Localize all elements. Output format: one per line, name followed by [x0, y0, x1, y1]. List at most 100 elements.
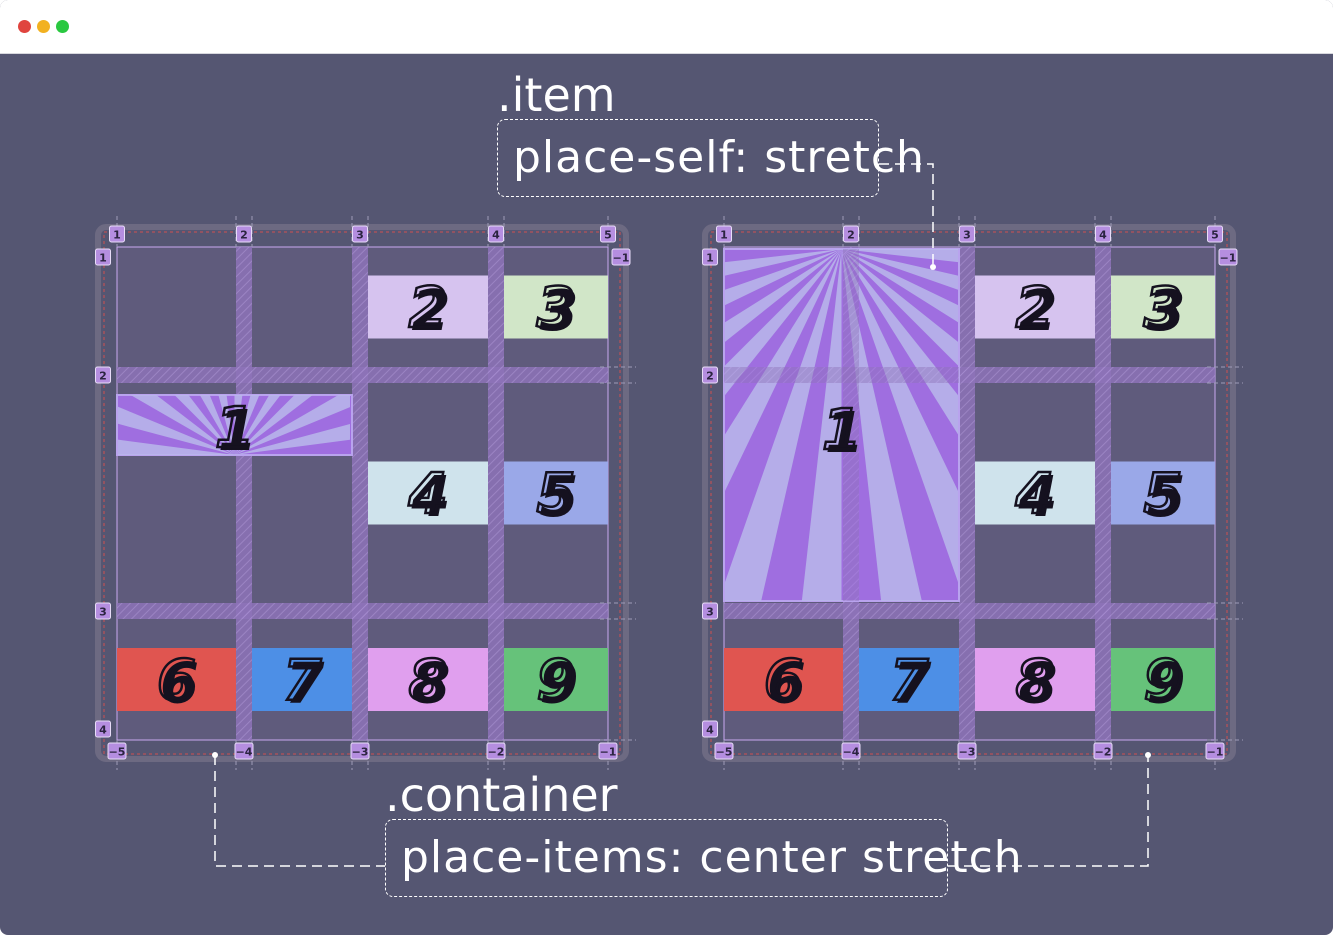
grid-item-6-number: 6: [157, 649, 196, 714]
container-selector-label: .container: [385, 768, 618, 822]
column-neg-line-badge-bg: [1093, 742, 1113, 760]
row-line-4-badge-bg: [95, 720, 111, 738]
item-code-box: [497, 119, 879, 197]
grid-item-8-number-shadow: 8: [412, 652, 451, 717]
grid-item-8-number: 8: [1016, 649, 1055, 714]
ray: [199, 395, 235, 455]
row-gap: [724, 603, 1215, 619]
row-gap-overlay: [724, 367, 959, 383]
column-line-5-badge-bg: [1207, 225, 1223, 243]
grid-item-3-number: 3: [1144, 276, 1183, 341]
grid-item-4: [368, 461, 488, 525]
close-window-button[interactable]: [18, 20, 31, 33]
ray: [841, 249, 958, 582]
zoom-window-button[interactable]: [56, 20, 69, 33]
grid-item-5-number-shadow: 5: [540, 465, 579, 530]
column-neg-line-badge: −3: [352, 746, 369, 759]
grid-item-1-rays: [725, 249, 958, 601]
grid-item-9-number: 9: [537, 649, 576, 714]
connector-lines: [212, 163, 1151, 867]
column-line-3-badge: 3: [356, 229, 364, 242]
grid-item-4: [975, 461, 1095, 525]
column-line-2-badge: 2: [240, 229, 248, 242]
grid-item-3-number: 3: [537, 276, 576, 341]
row-line-3-badge: 3: [99, 606, 107, 619]
grid-item-2-number-shadow: 2: [412, 279, 451, 344]
row-line-2-badge: 2: [99, 370, 107, 383]
column-neg-line-badge: −1: [600, 746, 617, 759]
ray: [174, 395, 235, 455]
column-line-1-badge: 1: [720, 229, 728, 242]
column-neg-line-badge: −5: [716, 746, 733, 759]
grid-item-6-number-shadow: 6: [160, 652, 199, 717]
column-neg-line-badge-bg: [841, 742, 861, 760]
column-gap: [959, 247, 975, 740]
grid-item-7-number-shadow: 7: [893, 652, 932, 717]
container-connector-right: [948, 755, 1149, 867]
grid-item-2-number-shadow: 2: [1019, 279, 1058, 344]
grid-item-5: [1111, 461, 1215, 525]
grid-item-4-number-shadow: 4: [1018, 465, 1058, 530]
column-line-2-badge: 2: [847, 229, 855, 242]
column-line-5-badge: 5: [1211, 229, 1219, 242]
row-line-1-badge: 1: [99, 252, 107, 265]
column-neg-line-badge-bg: [107, 742, 127, 760]
ray: [725, 249, 842, 491]
grid-item-7-number: 7: [283, 649, 322, 714]
ray: [725, 249, 842, 306]
column-neg-line-badge-bg: [957, 742, 977, 760]
ray: [841, 249, 958, 435]
grid-item-5: [504, 461, 608, 525]
minimize-window-button[interactable]: [37, 20, 50, 33]
ray: [118, 406, 235, 455]
container-code-box: [385, 819, 948, 897]
column-neg-line-badge: −4: [236, 746, 253, 759]
ray: [725, 249, 842, 601]
grid-item-2-number: 2: [409, 276, 448, 341]
grid-item-7-number: 7: [890, 649, 929, 714]
grid-item-9: [1111, 648, 1215, 711]
ray: [234, 395, 350, 455]
column-neg-line-badge-bg: [598, 742, 618, 760]
title-bar: [0, 0, 1333, 54]
container-code-text: place-items: center stretch: [401, 832, 1023, 883]
item-selector-label: .item: [497, 68, 616, 122]
column-line-2-badge-bg: [843, 225, 859, 243]
grid-item-5-number-shadow: 5: [1147, 465, 1186, 530]
column-neg-line-badge-bg: [350, 742, 370, 760]
row-gap: [117, 603, 608, 619]
column-neg-line-badge: −4: [843, 746, 860, 759]
ray: [218, 395, 235, 455]
item-connector-dot: [930, 264, 936, 270]
row-line-1-badge-bg: [95, 248, 111, 266]
column-line-3-badge: 3: [963, 229, 971, 242]
grid-item-2: [975, 275, 1095, 339]
column-line-2-badge-bg: [236, 225, 252, 243]
row-line-2-badge: 2: [706, 370, 714, 383]
column-line-1-badge: 1: [113, 229, 121, 242]
column-gap: [236, 247, 252, 740]
column-line-4-badge: 4: [1099, 229, 1107, 242]
grid-item-5-number: 5: [537, 462, 576, 527]
column-line-3-badge-bg: [959, 225, 975, 243]
column-neg-line-badge: −3: [959, 746, 976, 759]
column-line-1-badge-bg: [109, 225, 125, 243]
ray: [801, 249, 842, 601]
grid-item-9-number: 9: [1144, 649, 1183, 714]
column-neg-line-badge-bg: [234, 742, 254, 760]
grid-item-4-number-shadow: 4: [411, 465, 451, 530]
row-line-3-badge-bg: [702, 602, 718, 620]
grid-item-3: [1111, 275, 1215, 339]
row-line-3-badge: 3: [706, 606, 714, 619]
grid-item-6-number: 6: [764, 649, 803, 714]
column-line-3-badge-bg: [352, 225, 368, 243]
column-line-4-badge-bg: [488, 225, 504, 243]
container-connector-left: [214, 755, 385, 867]
grid-item-9-number-shadow: 9: [1147, 652, 1186, 717]
column-line-4-badge: 4: [492, 229, 500, 242]
column-neg-line-badge: −2: [488, 746, 505, 759]
row-line-4-badge: 4: [99, 724, 107, 737]
